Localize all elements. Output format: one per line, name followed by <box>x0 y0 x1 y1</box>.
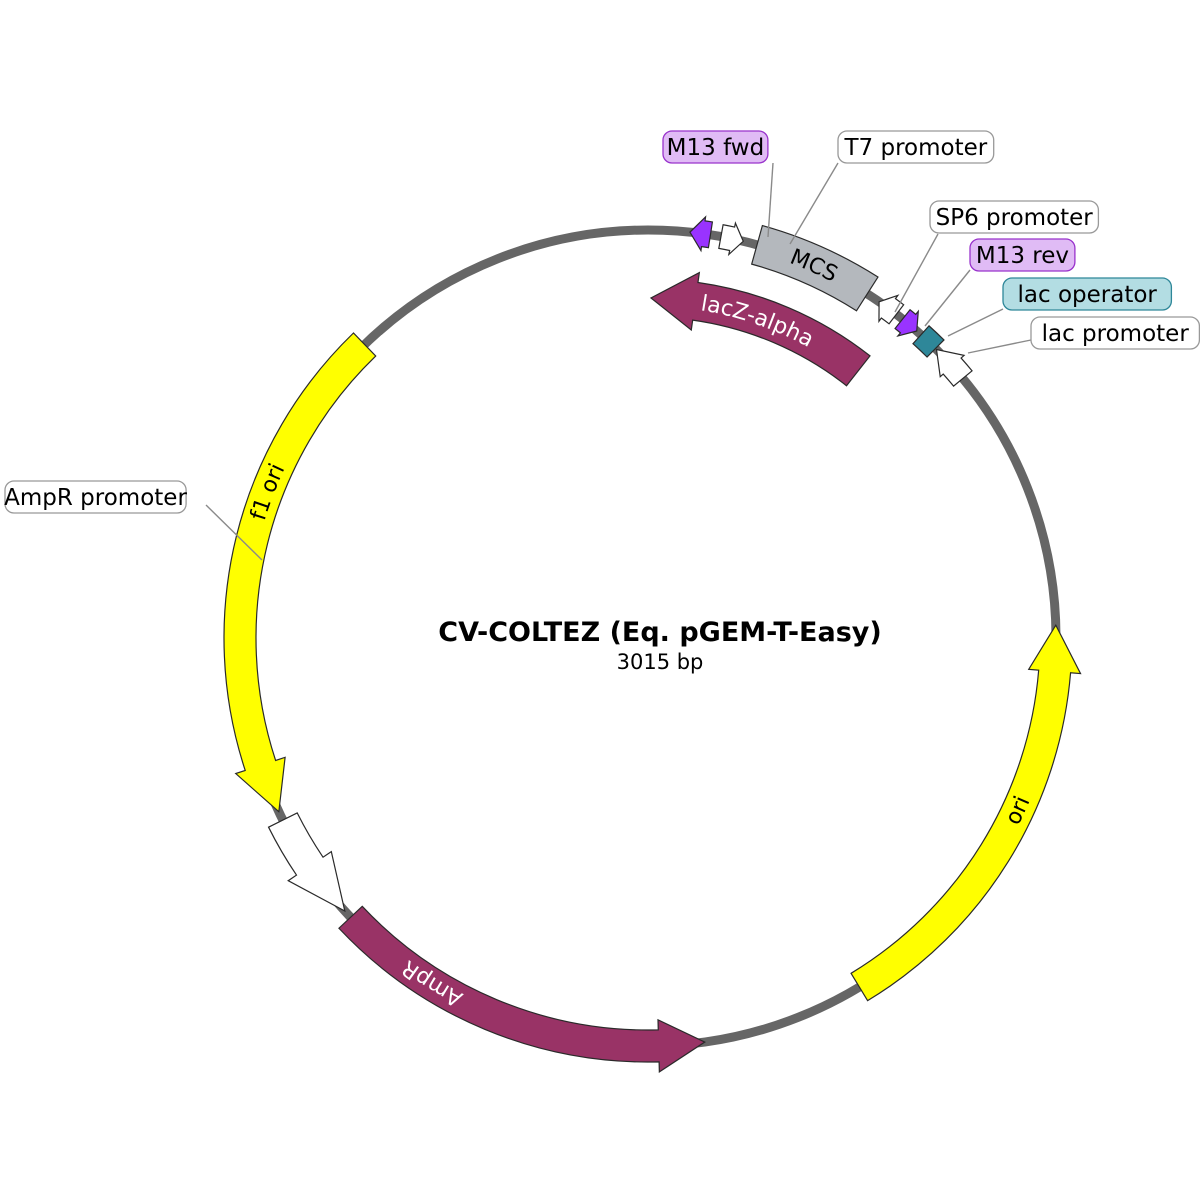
callout-box-m13-rev <box>969 238 1076 272</box>
feature-shape-ampr-promoter <box>267 812 346 913</box>
feature-shape-ori <box>850 623 1082 1002</box>
callout-box-sp6-promoter <box>929 200 1100 234</box>
leader-line-t7-promoter <box>789 162 839 245</box>
feature-lac-promoter[interactable] <box>935 348 973 387</box>
feature-ampr[interactable]: AmpR <box>338 905 707 1073</box>
callout-label-m13-fwd: M13 fwd <box>667 135 765 161</box>
callout-box-t7-promoter <box>837 130 995 164</box>
feature-f1-ori[interactable]: f1 ori <box>223 332 377 813</box>
leader-line-m13-fwd <box>767 162 774 238</box>
callout-label-t7-promoter: T7 promoter <box>843 135 987 161</box>
callout-label-lac-operator: lac operator <box>1018 282 1158 308</box>
feature-shape-f1-ori <box>223 332 377 813</box>
callout-m13-fwd[interactable]: M13 fwd <box>662 130 769 164</box>
leader-line-sp6-promoter <box>894 233 939 313</box>
callout-t7-promoter[interactable]: T7 promoter <box>837 130 995 164</box>
callout-box-ampr-promoter <box>4 480 187 514</box>
callout-label-lac-promoter: lac promoter <box>1042 321 1190 347</box>
feature-mcs[interactable]: MCS <box>750 224 879 312</box>
callout-sp6-promoter[interactable]: SP6 promoter <box>929 200 1100 234</box>
feature-shape-t7-promoter <box>718 221 744 257</box>
callout-label-ampr-promoter: AmpR promoter <box>4 485 187 511</box>
callout-box-lac-promoter <box>1030 316 1200 350</box>
callout-lac-operator[interactable]: lac operator <box>1002 277 1173 311</box>
feature-m13-rev[interactable] <box>894 308 920 338</box>
feature-shape-lacz-alpha <box>649 271 871 387</box>
callout-leaders <box>205 162 1032 561</box>
callout-label-m13-rev: M13 rev <box>976 243 1069 269</box>
feature-lac-operator[interactable] <box>912 325 945 358</box>
feature-m13-fwd[interactable] <box>689 215 714 253</box>
feature-shape-mcs <box>750 224 879 312</box>
feature-shape-ampr <box>338 905 707 1073</box>
plasmid-size: 3015 bp <box>617 650 704 674</box>
plasmid-name: CV-COLTEZ (Eq. pGEM-T-Easy) <box>438 617 881 648</box>
feature-shape-m13-fwd <box>689 215 714 253</box>
callout-ampr-promoter[interactable]: AmpR promoter <box>4 480 187 514</box>
leader-line-m13-rev <box>924 269 971 327</box>
leader-line-lac-promoter <box>967 339 1032 354</box>
feature-shape-lac-promoter <box>935 348 973 387</box>
feature-ampr-promoter[interactable] <box>267 812 346 913</box>
feature-shape-lac-operator <box>912 325 945 358</box>
callout-box-lac-operator <box>1002 277 1173 311</box>
feature-shape-m13-rev <box>894 308 920 338</box>
leader-line-ampr-promoter <box>205 504 263 561</box>
callout-m13-rev[interactable]: M13 rev <box>969 238 1076 272</box>
feature-ori[interactable]: ori <box>850 623 1082 1002</box>
callout-lac-promoter[interactable]: lac promoter <box>1030 316 1200 350</box>
feature-t7-promoter[interactable] <box>718 221 744 257</box>
callout-box-m13-fwd <box>662 130 769 164</box>
callout-label-sp6-promoter: SP6 promoter <box>936 205 1094 231</box>
leader-line-lac-operator <box>947 308 1004 337</box>
